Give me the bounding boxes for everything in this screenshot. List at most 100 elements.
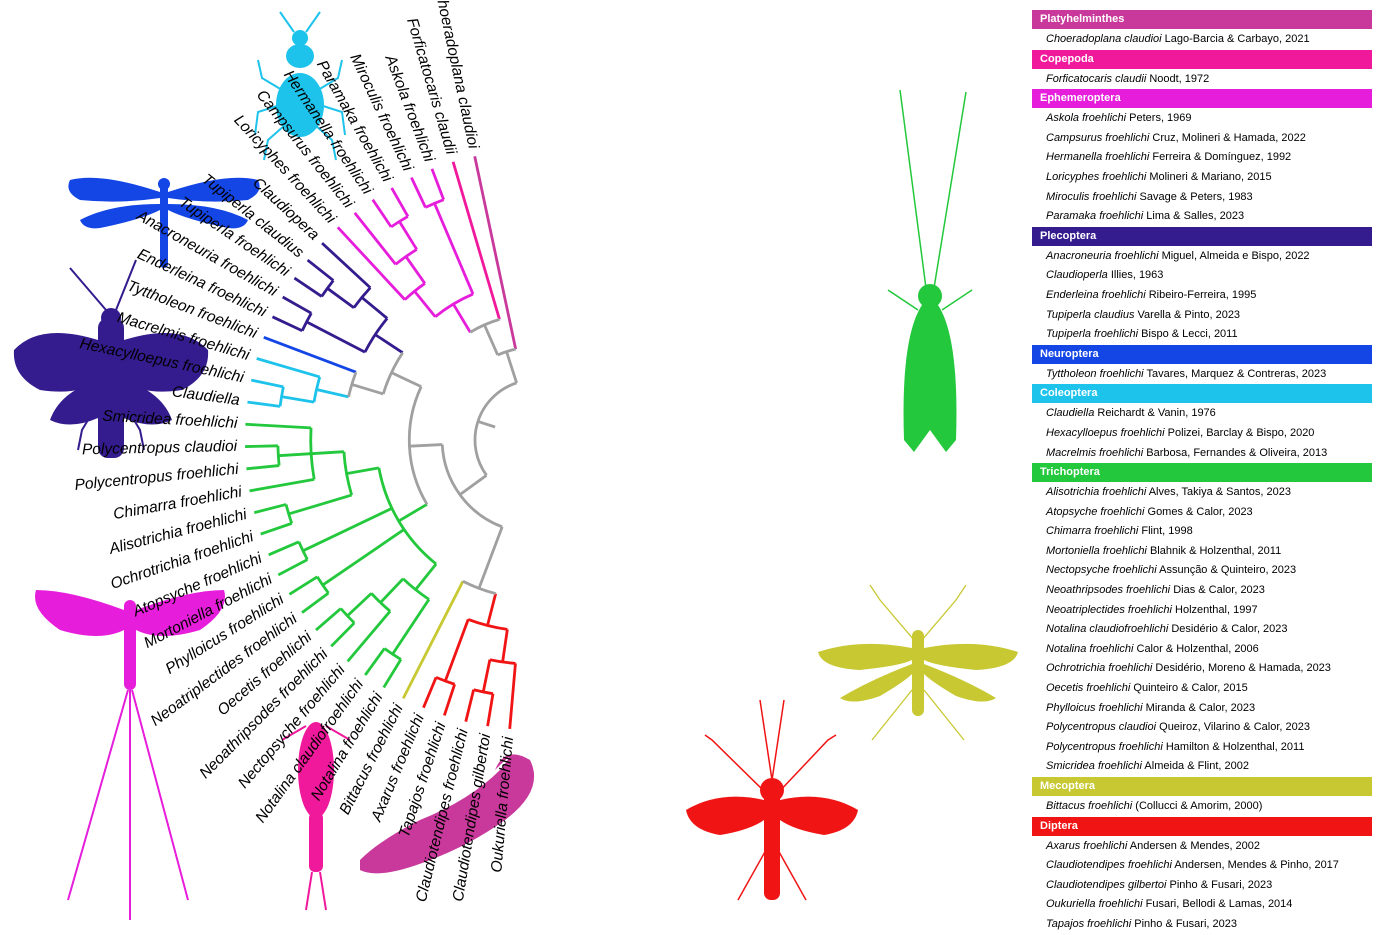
tree-branch	[327, 288, 354, 307]
legend-species-author: (Collucci & Amorim, 2000)	[1132, 800, 1262, 812]
legend-entry: Axarus froehlichi Andersen & Mendes, 200…	[1032, 837, 1372, 857]
legend-entry: Ochrotrichia froehlichi Desidério, Moren…	[1032, 659, 1372, 679]
legend-entry: Chimarra froehlichi Flint, 1998	[1032, 522, 1372, 542]
tree-branch	[483, 660, 490, 692]
legend-species-name: Neoathripsodes froehlichi	[1046, 584, 1170, 596]
tree-branch	[507, 352, 517, 383]
tree-branch	[423, 677, 436, 707]
tree-branch	[302, 593, 328, 613]
legend-entry: Atopsyche froehlichi Gomes & Calor, 2023	[1032, 503, 1372, 523]
legend-species-name: Oukuriella froehlichi	[1046, 898, 1143, 910]
tree-branch	[392, 188, 408, 217]
legend-species-name: Enderleina froehlichi	[1046, 289, 1146, 301]
legend-species-name: Macrelmis froehlichi	[1046, 447, 1143, 459]
legend-entry: Hexacylloepus froehlichi Polizei, Barcla…	[1032, 424, 1372, 444]
tree-branch	[415, 291, 436, 317]
legend-entry: Campsurus froehlichi Cruz, Molineri & Ha…	[1032, 129, 1372, 149]
legend-entry: Neoatriplectides froehlichi Holzenthal, …	[1032, 601, 1372, 621]
legend-species-author: Pinho & Fusari, 2023	[1166, 879, 1272, 891]
legend-entry: Notalina froehlichi Calor & Holzenthal, …	[1032, 640, 1372, 660]
legend-entry: Oecetis froehlichi Quinteiro & Calor, 20…	[1032, 679, 1372, 699]
legend-species-author: Quinteiro & Calor, 2015	[1130, 682, 1247, 694]
legend-entry: Claudiella Reichardt & Vanin, 1976	[1032, 404, 1372, 424]
legend-entry: Hermanella froehlichi Ferreira & Domíngu…	[1032, 148, 1372, 168]
tree-branch	[399, 504, 427, 521]
legend-species-name: Polycentropus froehlichi	[1046, 741, 1163, 753]
caddisfly-icon	[888, 90, 972, 452]
legend-species-name: Axarus froehlichi	[1046, 840, 1127, 852]
legend-species-author: Calor & Holzenthal, 2006	[1133, 643, 1258, 655]
tree-branch	[246, 466, 279, 469]
tree-branch	[307, 322, 365, 352]
tree-branch	[303, 508, 392, 550]
legend-species-name: Loricyphes froehlichi	[1046, 171, 1146, 183]
tree-branch	[391, 373, 421, 387]
legend-species-author: Miranda & Calor, 2023	[1143, 702, 1256, 714]
tree-branch	[278, 454, 311, 456]
legend-group-header: Mecoptera	[1032, 777, 1372, 796]
legend-species-author: Pinho & Fusari, 2023	[1131, 918, 1237, 930]
tree-branch	[365, 648, 384, 675]
tree-branch	[409, 445, 442, 447]
legend-species-author: Desidério & Calor, 2023	[1168, 623, 1287, 635]
tree-branch	[453, 304, 470, 332]
tree-branch	[380, 579, 403, 603]
legend-species-author: Reichardt & Vanin, 1976	[1094, 407, 1215, 419]
legend-species-author: Assunção & Quinteiro, 2023	[1157, 564, 1296, 576]
legend-species-name: Ochrotrichia froehlichi	[1046, 662, 1152, 674]
legend-species-name: Alisotrichia froehlichi	[1046, 486, 1146, 498]
legend-species-name: Claudioperla	[1046, 269, 1108, 281]
tree-branch	[311, 452, 344, 454]
legend-species-author: Ferreira & Domínguez, 1992	[1149, 151, 1291, 163]
legend-entry: Bittacus froehlichi (Collucci & Amorim, …	[1032, 797, 1372, 817]
legend-species-name: Chimarra froehlichi	[1046, 525, 1138, 537]
tree-branch	[416, 564, 436, 590]
legend-species-author: Andersen & Mendes, 2002	[1127, 840, 1260, 852]
legend-species-name: Notalina claudiofroehlichi	[1046, 623, 1168, 635]
legend-species-name: Paramaka froehlichi	[1046, 210, 1143, 222]
tree-branch	[308, 260, 334, 280]
tree-branch	[283, 297, 312, 313]
legend-species-author: Lima & Salles, 2023	[1143, 210, 1244, 222]
tree-branch	[411, 178, 425, 208]
legend-entry: Choeradoplana claudioi Lago-Barcia & Car…	[1032, 30, 1372, 50]
tree-branch	[503, 629, 508, 662]
legend-species-author: Cruz, Molineri & Hamada, 2022	[1149, 132, 1306, 144]
legend-species-author: Bispo & Lecci, 2011	[1138, 328, 1237, 340]
legend-species-author: Illies, 1963	[1108, 269, 1164, 281]
legend-entry: Polycentropus froehlichi Hamilton & Holz…	[1032, 738, 1372, 758]
tree-branch	[393, 599, 429, 654]
legend-species-name: Claudiella	[1046, 407, 1094, 419]
tree-branch	[278, 560, 307, 575]
legend-species-name: Forficatocaris claudii	[1046, 73, 1146, 85]
legend-species-author: Andersen, Mendes & Pinho, 2017	[1172, 859, 1339, 871]
tree-branch	[250, 479, 315, 491]
legend-species-author: Dias & Calor, 2023	[1170, 584, 1265, 596]
tree-branch	[432, 169, 444, 200]
legend-species-author: Varella & Pinto, 2023	[1134, 309, 1240, 321]
tree-branch	[264, 337, 356, 372]
legend-entry: Nectopsyche froehlichi Assunção & Quinte…	[1032, 561, 1372, 581]
legend-species-name: Bittacus froehlichi	[1046, 800, 1132, 812]
tree-branch	[282, 397, 314, 403]
legend-species-name: Anacroneuria froehlichi	[1046, 250, 1159, 262]
legend-entry: Anacroneuria froehlichi Miguel, Almeida …	[1032, 247, 1372, 267]
tree-branch	[261, 523, 292, 534]
mosquito-icon	[686, 700, 858, 900]
tree-root	[478, 421, 495, 427]
legend-species-author: Hamilton & Holzenthal, 2011	[1163, 741, 1305, 753]
tip-label: Claudiella	[171, 383, 241, 409]
tree-branch	[247, 402, 280, 406]
tree-branch	[362, 297, 387, 318]
legend-species-author: Miguel, Almeida e Bispo, 2022	[1159, 250, 1310, 262]
tree-branch	[323, 529, 404, 585]
tree-branch	[289, 495, 352, 514]
tree-branch	[406, 257, 425, 284]
tree-branch	[373, 200, 391, 227]
legend-entry: Tupiperla claudius Varella & Pinto, 2023	[1032, 306, 1372, 326]
legend-entry: Alisotrichia froehlichi Alves, Takiya & …	[1032, 483, 1372, 503]
legend-entry: Claudioperla Illies, 1963	[1032, 266, 1372, 286]
legend-species-name: Tyttholeon froehlichi	[1046, 368, 1144, 380]
legend-entry: Miroculis froehlichi Savage & Peters, 19…	[1032, 188, 1372, 208]
tree-branch	[488, 594, 496, 626]
